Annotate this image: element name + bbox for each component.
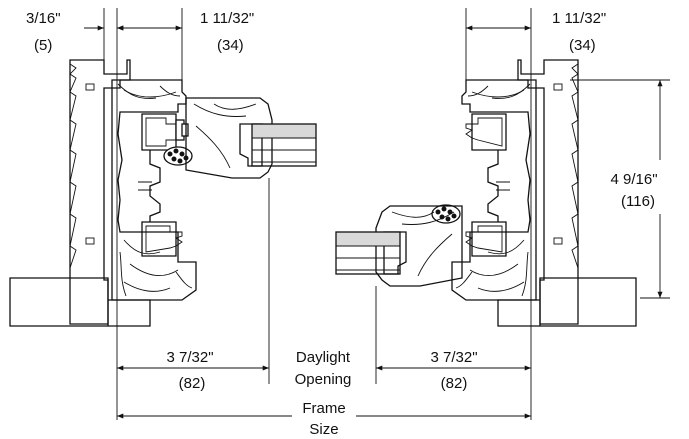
dim-top-left-gap-fraction: 3/16" xyxy=(26,10,61,27)
extension-lines xyxy=(103,8,670,420)
right-sill xyxy=(539,277,637,327)
left-sill xyxy=(9,277,109,327)
daylight-opening-label-line1: Daylight xyxy=(296,349,351,366)
right-wood-frame xyxy=(451,79,537,301)
dim-right-height-fraction: 4 9/16" xyxy=(610,171,657,188)
dim-top-left-face-metric: (34) xyxy=(217,37,244,54)
dim-top-right-face-fraction: 1 11/32" xyxy=(552,10,606,27)
dim-bottom-left-width-metric: (82) xyxy=(179,375,206,392)
right-frame-section xyxy=(335,59,637,327)
left-frame-section xyxy=(9,59,317,327)
dim-top-left-face-fraction: 1 11/32" xyxy=(200,10,254,27)
left-upper-clip xyxy=(141,113,177,151)
frame-size-label-line1: Frame xyxy=(302,400,345,417)
dim-bottom-left-width-fraction: 3 7/32" xyxy=(166,349,213,366)
right-gasket xyxy=(431,204,461,224)
dim-bottom-right-width-metric: (82) xyxy=(441,375,468,392)
right-upper-clip xyxy=(471,113,507,151)
frame-size-label-line2: Size xyxy=(309,421,338,438)
right-lower-clip xyxy=(471,221,507,257)
dim-bottom-right-width-fraction: 3 7/32" xyxy=(430,349,477,366)
left-lower-clip xyxy=(141,221,177,257)
left-sash xyxy=(185,97,273,179)
left-gasket xyxy=(163,146,193,166)
dimension-lines xyxy=(84,25,663,419)
left-wood-frame xyxy=(111,79,197,301)
left-wall-jamb xyxy=(69,59,131,325)
left-glass xyxy=(251,123,317,139)
dim-top-right-face-metric: (34) xyxy=(569,37,596,54)
daylight-opening-label-line2: Opening xyxy=(295,371,352,388)
dim-right-height-metric: (116) xyxy=(621,193,655,210)
right-wall-jamb xyxy=(517,59,579,325)
right-glass xyxy=(335,231,401,247)
dim-top-left-gap-metric: (5) xyxy=(34,37,52,54)
dimension-labels: 3/16" (5) 1 11/32" (34) 1 11/32" (34) 4 … xyxy=(26,10,658,438)
right-sash xyxy=(375,205,463,287)
